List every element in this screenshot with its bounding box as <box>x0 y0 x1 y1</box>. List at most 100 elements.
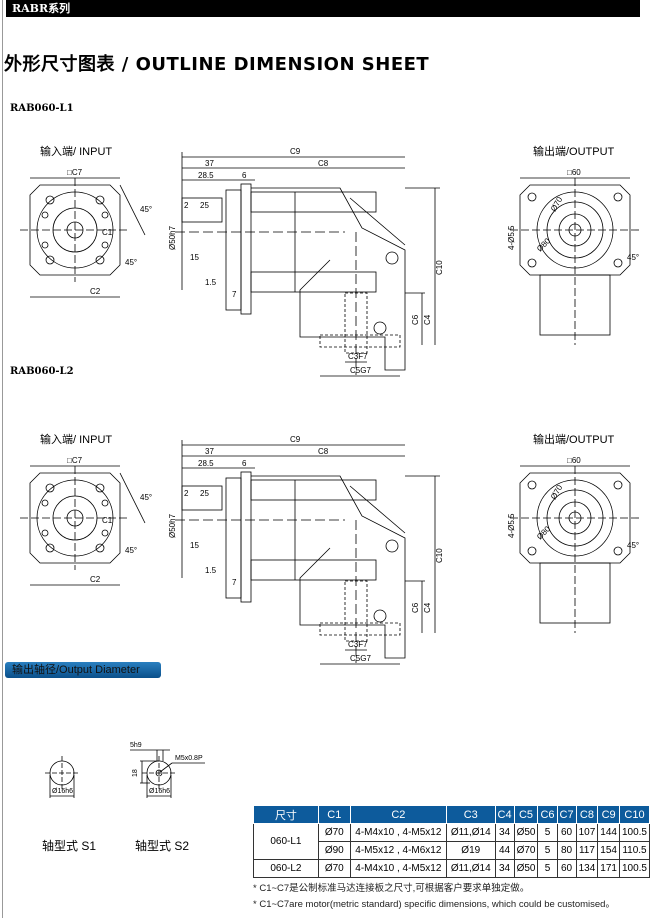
dimension-label: C3F7 <box>348 640 368 649</box>
dimension-label: 25 <box>200 489 209 498</box>
table-cell: 100.5 <box>618 823 650 842</box>
dimension-label: 2 <box>184 489 189 498</box>
dimension-label: C2 <box>90 287 101 296</box>
dimension-label: 28.5 <box>198 171 214 180</box>
table-cell: 34 <box>494 823 515 842</box>
dimension-label: C4 <box>423 602 432 613</box>
dimension-table: 尺寸 C1 C2 C3 C4 C5 C6 C7 C8 C9 C10 060-L1… <box>253 805 650 878</box>
dimension-label: Ø70 <box>549 483 565 501</box>
table-cell: 5 <box>537 859 558 878</box>
key-height-label: 18 <box>132 769 139 777</box>
col-header: C9 <box>597 805 620 824</box>
table-cell: 107 <box>575 823 599 842</box>
dimension-label: 7 <box>232 290 237 299</box>
table-cell: Ø70 <box>317 823 351 842</box>
shaft-type-s1-label: 轴型式 S1 <box>42 838 96 853</box>
input-view-label: 输入端/ INPUT <box>40 432 112 446</box>
dimension-label: 1.5 <box>205 566 217 575</box>
col-header: C6 <box>537 805 558 824</box>
dimension-label: □60 <box>567 168 581 177</box>
table-cell: 4-M5x12 , 4-M6x12 <box>349 841 448 860</box>
dimension-label: C1 <box>102 516 113 525</box>
dimension-label: C10 <box>435 260 444 275</box>
dimension-label: 1.5 <box>205 278 217 287</box>
input-flange-view <box>20 177 146 298</box>
col-header: C10 <box>618 805 650 824</box>
table-cell: 44 <box>494 841 515 860</box>
table-cell: Ø70 <box>317 859 351 878</box>
col-header: C7 <box>556 805 577 824</box>
model-label-l2: RAB060-L2 <box>10 366 74 377</box>
dimension-label: 4-Ø5.5 <box>507 513 516 538</box>
dimension-label: 25 <box>200 201 209 210</box>
dimension-label: 45° <box>125 258 137 267</box>
dimension-label: 37 <box>205 159 214 168</box>
dimension-label: 6 <box>242 171 247 180</box>
dimension-label: Ø50h7 <box>168 225 177 250</box>
output-flange-view <box>510 465 640 633</box>
table-cell: 144 <box>597 823 620 842</box>
dimension-label: Ø50h7 <box>168 513 177 538</box>
input-flange-view <box>20 465 146 586</box>
dimension-label: □60 <box>567 456 581 465</box>
dimension-label: C9 <box>290 147 301 156</box>
output-view-label: 输出端/OUTPUT <box>533 144 615 158</box>
dimension-label: C1 <box>102 228 113 237</box>
drawing-l1: 输入端/ INPUT 输出端/OUTPUT □C7 C1 C2 45° 45° <box>0 140 650 385</box>
output-diameter-section-label: 输出轴径/Output Diameter <box>5 662 161 678</box>
dimension-label: 45° <box>627 541 639 550</box>
table-cell: 5 <box>537 823 558 842</box>
table-cell: 34 <box>494 859 515 878</box>
drawing-l2: 输入端/ INPUT 输出端/OUTPUT □C7 C1 C2 45° 45° <box>0 428 650 673</box>
dimension-label: 28.5 <box>198 459 214 468</box>
col-header: C3 <box>446 805 496 824</box>
table-cell: 60 <box>556 823 577 842</box>
dimension-label: 45° <box>125 546 137 555</box>
col-header: C5 <box>513 805 539 824</box>
technical-drawing: 输入端/ INPUT 输出端/OUTPUT □C7 C1 C2 45° 45° <box>20 144 640 377</box>
dimension-label: 37 <box>205 447 214 456</box>
dimension-label: C8 <box>318 447 329 456</box>
table-cell: Ø90 <box>317 841 351 860</box>
table-cell: Ø50 <box>513 859 539 878</box>
model-label-l1: RAB060-L1 <box>10 103 74 114</box>
table-cell: Ø50 <box>513 823 539 842</box>
table-cell: 171 <box>597 859 620 878</box>
side-view <box>175 440 440 665</box>
dimension-label: C6 <box>411 602 420 613</box>
note-english: * C1~C7are motor(metric standard) specif… <box>253 899 615 910</box>
input-view-label: 输入端/ INPUT <box>40 144 112 158</box>
col-header: C4 <box>494 805 515 824</box>
output-view-label: 输出端/OUTPUT <box>533 432 615 446</box>
dimension-label: C5G7 <box>350 654 371 663</box>
note-chinese: * C1~C7是公制标准马达连接板之尺寸,可根据客户要求单独定做。 <box>253 883 530 894</box>
page-title: 外形尺寸图表 / OUTLINE DIMENSION SHEET <box>4 54 430 75</box>
dimension-label: 7 <box>232 578 237 587</box>
table-cell: 154 <box>597 841 620 860</box>
shaft-diameter-label: Ø16h6 <box>149 788 170 795</box>
table-cell: 4-M4x10 , 4-M5x12 <box>349 859 448 878</box>
dimension-label: C3F7 <box>348 352 368 361</box>
dimension-label: C9 <box>290 435 301 444</box>
col-header: C1 <box>317 805 351 824</box>
dimension-label: C4 <box>423 314 432 325</box>
table-header-row: 尺寸 C1 C2 C3 C4 C5 C6 C7 C8 C9 C10 <box>253 805 650 824</box>
dimension-label: 45° <box>140 493 152 502</box>
dimension-label: C10 <box>435 548 444 563</box>
table-cell: 110.5 <box>618 841 650 860</box>
dimension-label: 6 <box>242 459 247 468</box>
dimension-label: 15 <box>190 541 199 550</box>
table-cell: Ø11,Ø14 <box>446 859 496 878</box>
table-cell: 134 <box>575 859 599 878</box>
dimension-label: C8 <box>318 159 329 168</box>
table-cell: 100.5 <box>618 859 650 878</box>
dimension-label: 15 <box>190 253 199 262</box>
dimension-label: 45° <box>627 253 639 262</box>
shaft-type-s2-label: 轴型式 S2 <box>135 838 189 853</box>
thread-label: M5x0.8P <box>175 755 203 762</box>
series-header: RABR系列 <box>6 0 640 17</box>
table-cell: 117 <box>575 841 599 860</box>
output-flange-view <box>510 177 640 345</box>
